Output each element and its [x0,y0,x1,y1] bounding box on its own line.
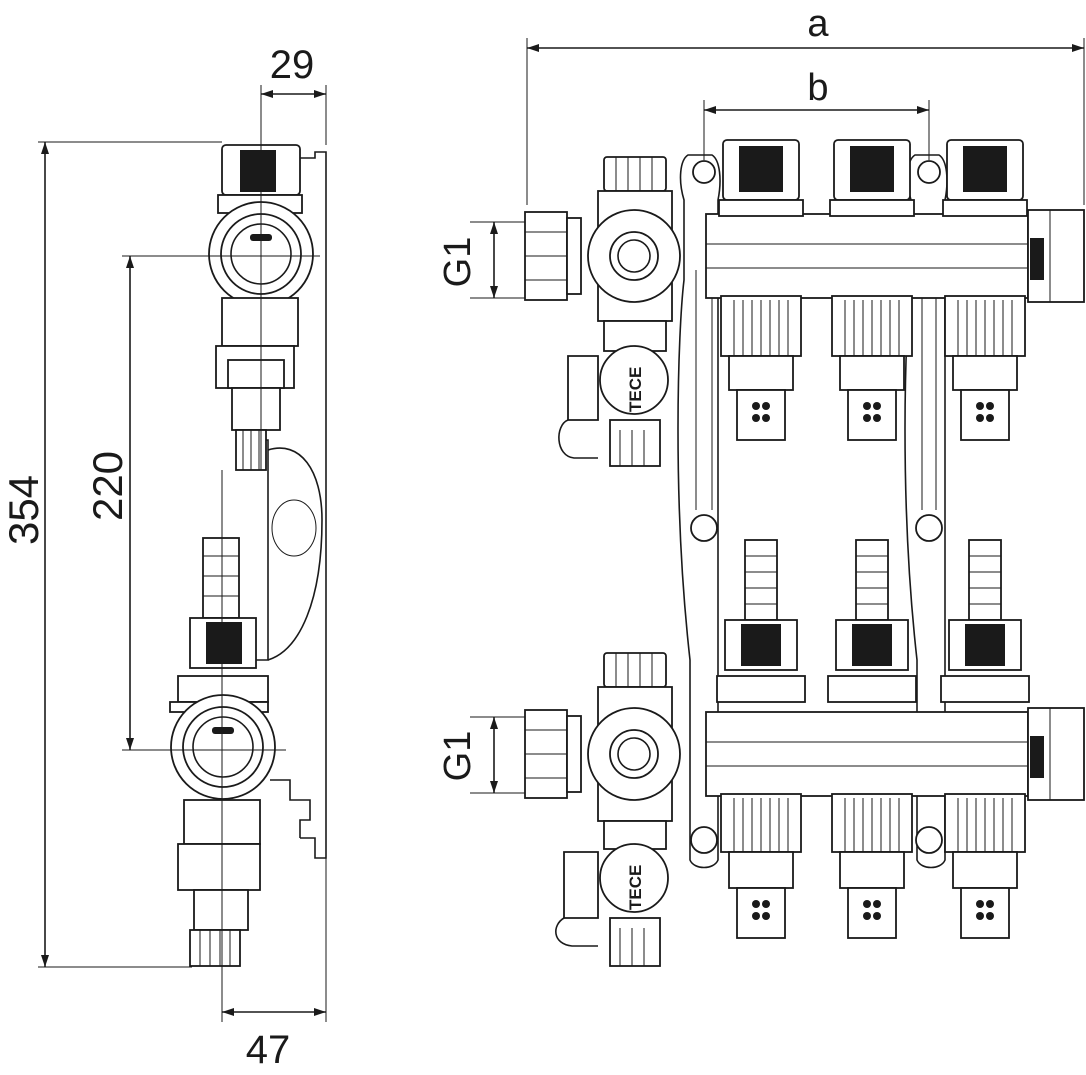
lower-connector-dot [762,900,770,908]
lower-connector-dot [986,900,994,908]
upper-connector-dot [873,402,881,410]
lower-outlet-nut-3 [952,851,1018,889]
lower-outlet-nut-1 [728,851,794,889]
flow-meter-nut-3 [940,675,1030,703]
lower-outlet-connector-3 [960,887,1010,939]
flow-meter-nut-1 [716,675,806,703]
dim-label-354: 354 [0,475,47,545]
dim-label-b: b [807,67,828,109]
thread-label-upper: G1 [437,237,479,288]
lower-connector-dot [976,900,984,908]
upper-actuator-nut-3 [942,199,1028,217]
upper-connector-dot [986,402,994,410]
upper-connector-dot [762,414,770,422]
upper-actuator-band-3 [963,146,1007,192]
upper-connector-dot [752,414,760,422]
upper-connector-dot [863,414,871,422]
upper-actuator-band-1 [739,146,783,192]
upper-connector-dot [873,414,881,422]
flow-meter-band-2 [852,624,892,666]
lower-outlet-connector-1 [736,887,786,939]
upper-actuator-nut-2 [829,199,915,217]
upper-outlet-connector-3 [960,389,1010,441]
dim-label-29: 29 [270,43,315,87]
dim-label-47: 47 [246,1028,291,1072]
upper-actuator-nut-1 [718,199,804,217]
lower-connector-dot [863,900,871,908]
lower-valve-brand: TECE [626,865,645,910]
upper-valve-brand: TECE [626,367,645,412]
lower-connector-dot [752,912,760,920]
lower-outlet-nut-2 [839,851,905,889]
thread-label-lower: G1 [437,731,479,782]
lower-connector-dot [752,900,760,908]
upper-connector-dot [752,402,760,410]
dim-label-220: 220 [84,451,131,521]
upper-outlet-nut-3 [952,355,1018,391]
upper-actuator-band-2 [850,146,894,192]
upper-outlet-connector-1 [736,389,786,441]
flow-meter-band-1 [741,624,781,666]
lower-connector-dot [873,900,881,908]
lower-connector-dot [976,912,984,920]
dim-label-a: a [807,3,829,45]
upper-outlet-nut-2 [839,355,905,391]
upper-outlet-nut-1 [728,355,794,391]
upper-connector-dot [976,402,984,410]
flow-meter-2 [855,539,889,621]
upper-connector-dot [762,402,770,410]
flow-meter-3 [968,539,1002,621]
flow-meter-band-3 [965,624,1005,666]
upper-connector-dot [986,414,994,422]
lower-connector-dot [863,912,871,920]
upper-outlet-connector-2 [847,389,897,441]
lower-connector-dot [762,912,770,920]
flow-meter-1 [744,539,778,621]
lower-outlet-connector-2 [847,887,897,939]
lower-connector-dot [986,912,994,920]
flow-meter-nut-2 [827,675,917,703]
side-view [38,85,327,1022]
lower-connector-dot [873,912,881,920]
upper-connector-dot [863,402,871,410]
upper-connector-dot [976,414,984,422]
front-view: TECE TECE [470,38,1085,967]
